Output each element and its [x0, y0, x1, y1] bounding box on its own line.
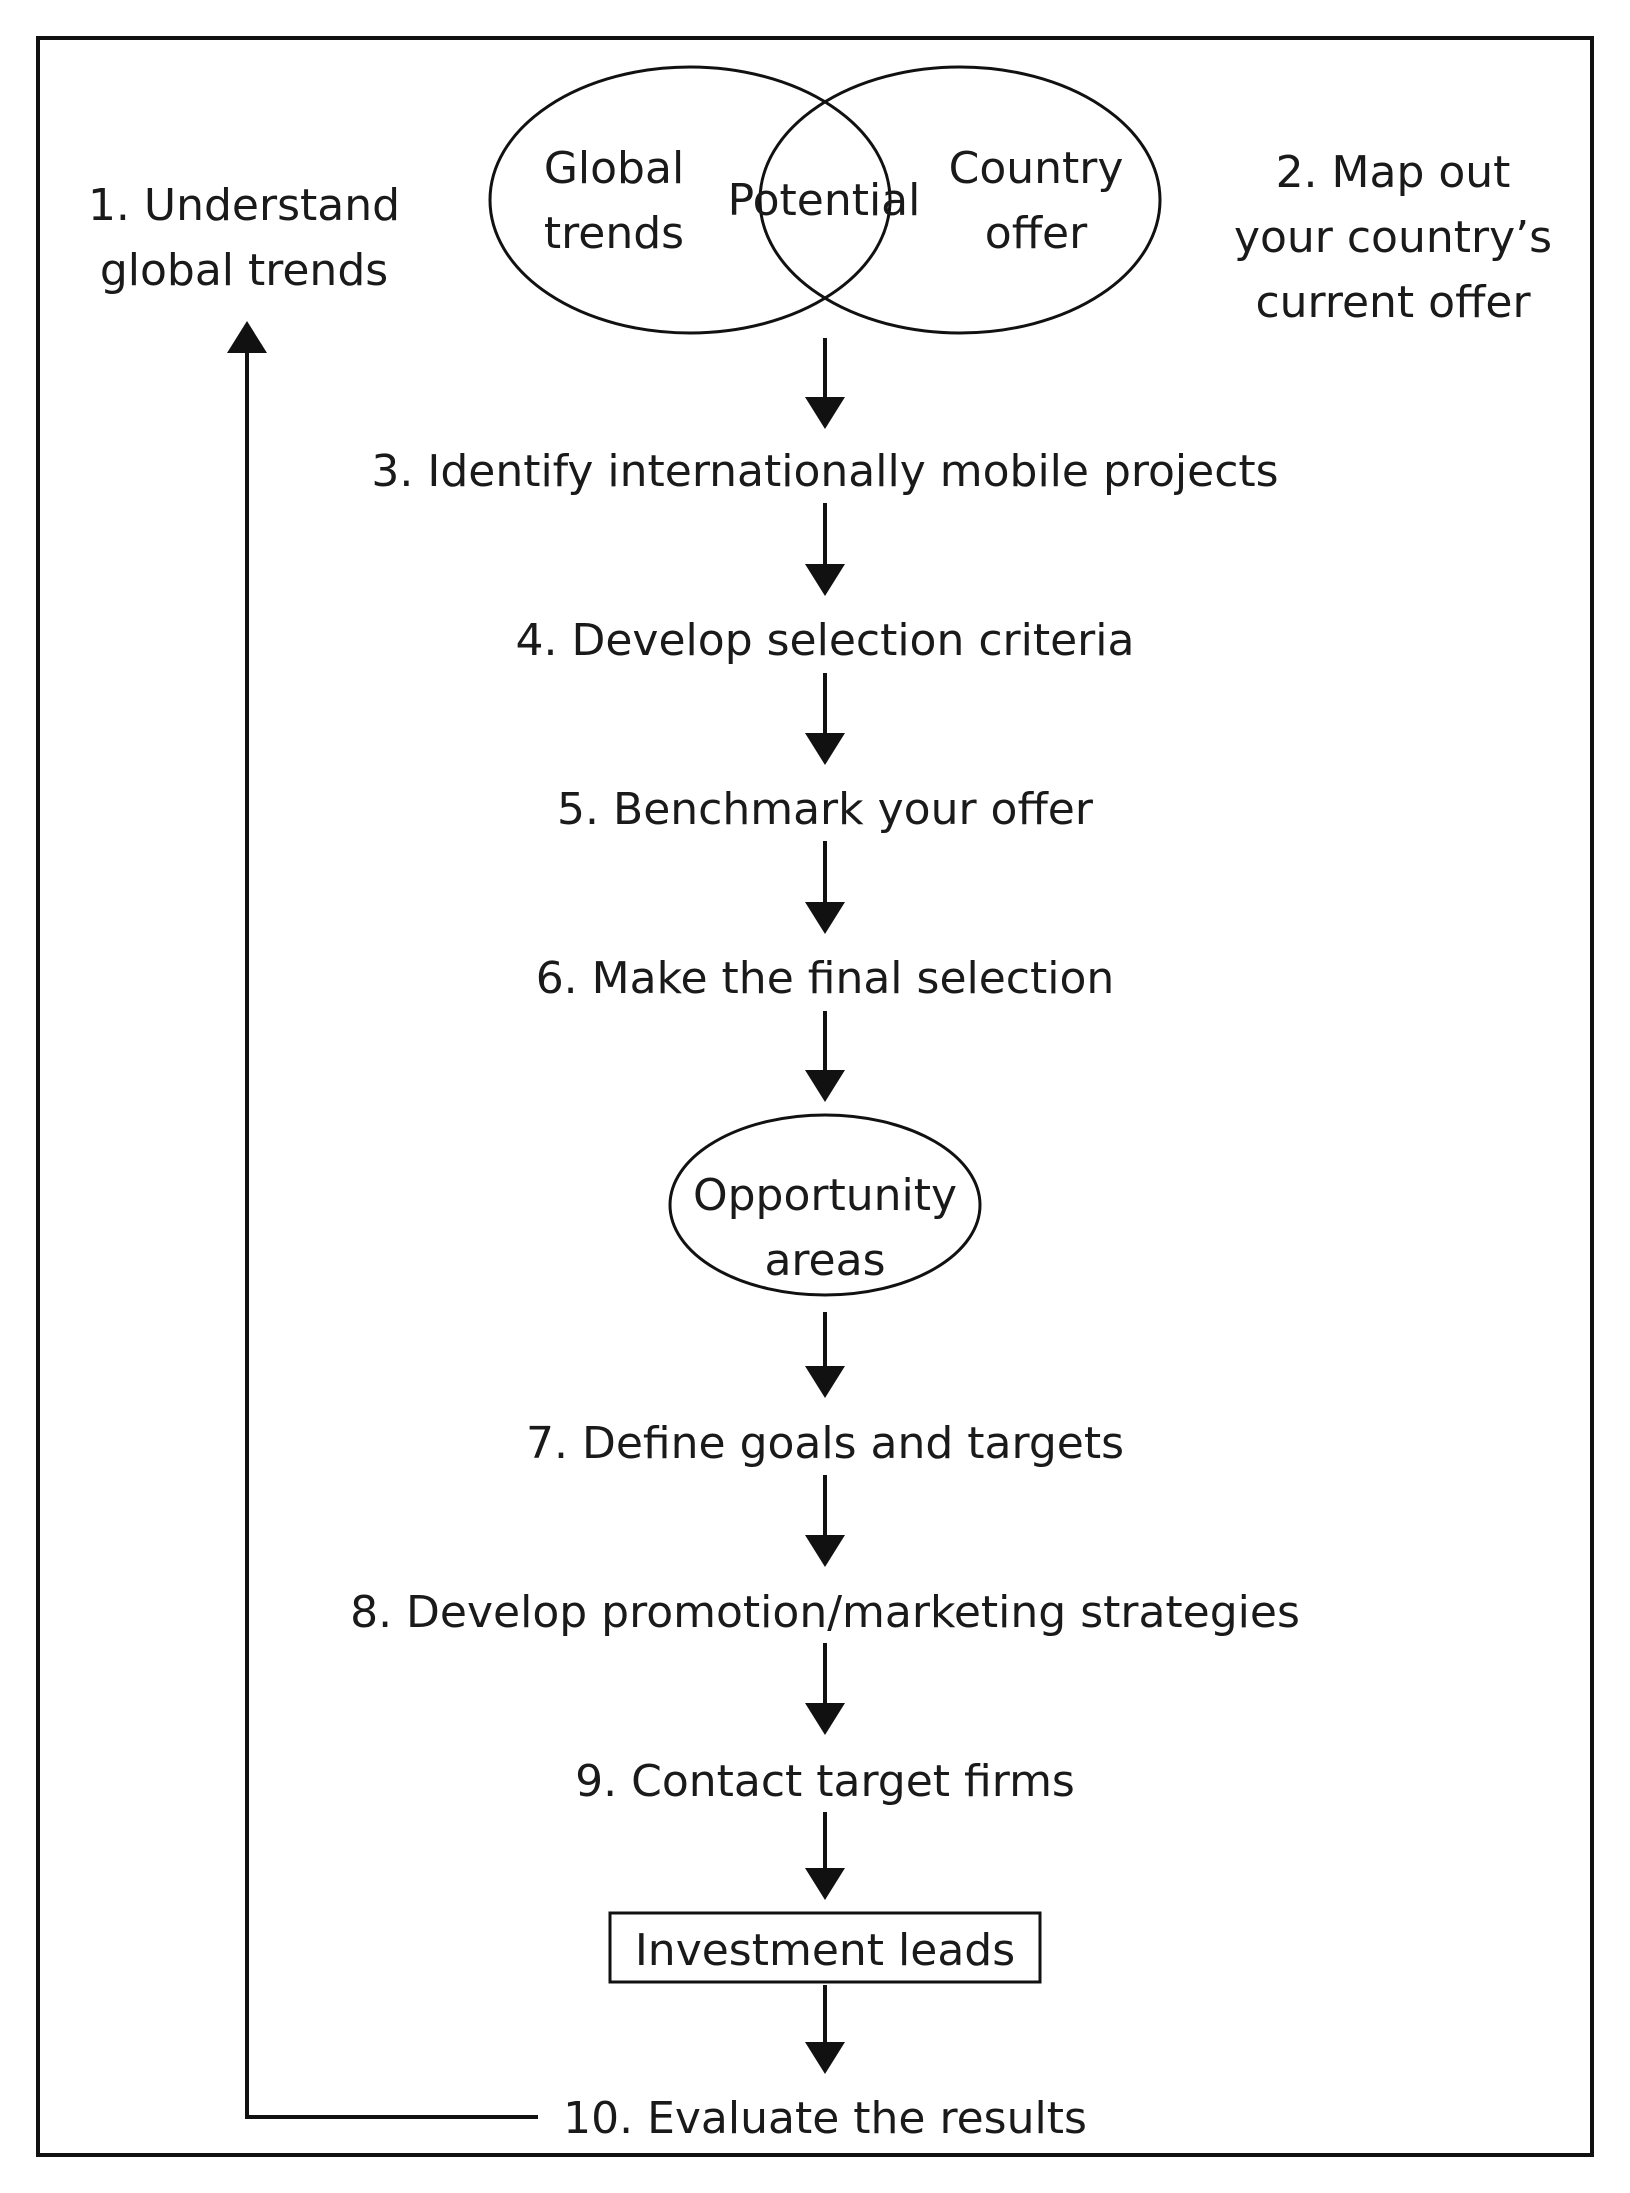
opportunity-areas-node: Opportunity areas: [668, 1113, 982, 1297]
step6-label: 6. Make the final selection: [536, 953, 1115, 1004]
step3-label: 3. Identify internationally mobile proje…: [371, 446, 1278, 497]
venn-left-label-line2: trends: [544, 208, 684, 259]
venn-right-ellipse: [758, 65, 1162, 335]
step8-label: 8. Develop promotion/marketing strategie…: [350, 1587, 1300, 1638]
opportunity-label-line1: Opportunity: [693, 1170, 957, 1221]
investment-leads-label: Investment leads: [635, 1925, 1015, 1976]
venn-diagram: Global trends Potential Country offer: [488, 65, 1162, 335]
venn-right-label-line1: Country: [949, 143, 1124, 194]
venn-left-ellipse: [488, 65, 892, 335]
step9-label: 9. Contact target firms: [575, 1756, 1075, 1807]
diagram-frame: [36, 36, 1594, 2157]
opportunity-label-line2: areas: [764, 1235, 885, 1286]
step5-label: 5. Benchmark your offer: [557, 784, 1094, 835]
step2-label-line1: 2. Map out: [1276, 147, 1511, 198]
feedback-arrow: [227, 321, 538, 2119]
venn-center-label: Potential: [728, 175, 921, 226]
step1-label-line2: global trends: [100, 245, 388, 296]
venn-left-label-line1: Global: [544, 143, 684, 194]
opportunity-ellipse: [668, 1113, 982, 1297]
venn-right-label-line2: offer: [985, 208, 1088, 259]
step2-label-line2: your country’s: [1234, 212, 1552, 263]
step2-label-line3: current offer: [1255, 277, 1531, 328]
step7-label: 7. Define goals and targets: [526, 1418, 1124, 1469]
investment-leads-box: [608, 1911, 1042, 1984]
step4-label: 4. Develop selection criteria: [516, 615, 1135, 666]
step1-label-line1: 1. Understand: [88, 180, 400, 231]
step10-label: 10. Evaluate the results: [563, 2093, 1087, 2144]
investment-leads-node: Investment leads: [608, 1911, 1042, 1984]
